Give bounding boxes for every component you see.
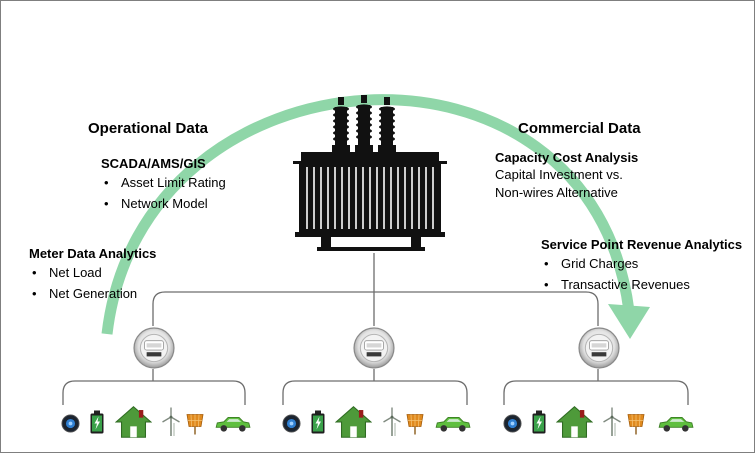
meter-data-analytics-list: Net Load Net Generation xyxy=(29,262,137,304)
list-item: Asset Limit Rating xyxy=(101,172,226,193)
scada-ams-gis-label: SCADA/AMS/GIS xyxy=(101,156,206,171)
list-item: Grid Charges xyxy=(541,253,690,274)
electric-car-icon xyxy=(658,416,694,433)
meter-data-analytics-label: Meter Data Analytics xyxy=(29,246,157,261)
smart-meter-icon xyxy=(353,327,395,369)
thermostat-icon xyxy=(503,414,522,433)
scada-ams-gis-list: Asset Limit Rating Network Model xyxy=(101,172,226,214)
solar-panel-icon xyxy=(186,413,204,436)
electric-car-icon xyxy=(435,416,471,433)
battery-icon xyxy=(532,410,546,434)
thermostat-icon xyxy=(61,414,80,433)
home-icon xyxy=(335,406,372,438)
home-icon xyxy=(556,406,593,438)
capacity-cost-analysis-label: Capacity Cost Analysis xyxy=(495,150,639,165)
thermostat-icon xyxy=(282,414,301,433)
home-icon xyxy=(115,406,152,438)
data-flow-arrowhead xyxy=(608,304,650,339)
wind-turbine-icon xyxy=(161,406,181,437)
battery-icon xyxy=(90,410,104,434)
wind-turbine-icon xyxy=(382,406,402,437)
solar-panel-icon xyxy=(627,413,645,436)
capacity-cost-line: Non-wires Alternative xyxy=(495,185,618,200)
smart-meter-icon xyxy=(133,327,175,369)
electric-car-icon xyxy=(215,416,251,433)
solar-panel-icon xyxy=(406,413,424,436)
service-point-revenue-label: Service Point Revenue Analytics xyxy=(541,237,743,252)
wind-turbine-icon xyxy=(602,406,622,437)
service-point-revenue-list: Grid Charges Transactive Revenues xyxy=(541,253,690,295)
commercial-data-heading: Commercial Data xyxy=(518,120,641,137)
smart-meter-icon xyxy=(578,327,620,369)
list-item: Net Generation xyxy=(29,283,137,304)
list-item: Transactive Revenues xyxy=(541,274,690,295)
list-item: Net Load xyxy=(29,262,137,283)
distribution-network-lines xyxy=(62,253,689,405)
battery-icon xyxy=(311,410,325,434)
capacity-cost-line: Capital Investment vs. xyxy=(495,167,623,182)
operational-data-heading: Operational Data xyxy=(88,120,209,137)
list-item: Network Model xyxy=(101,193,226,214)
transformer-icon xyxy=(293,95,447,251)
